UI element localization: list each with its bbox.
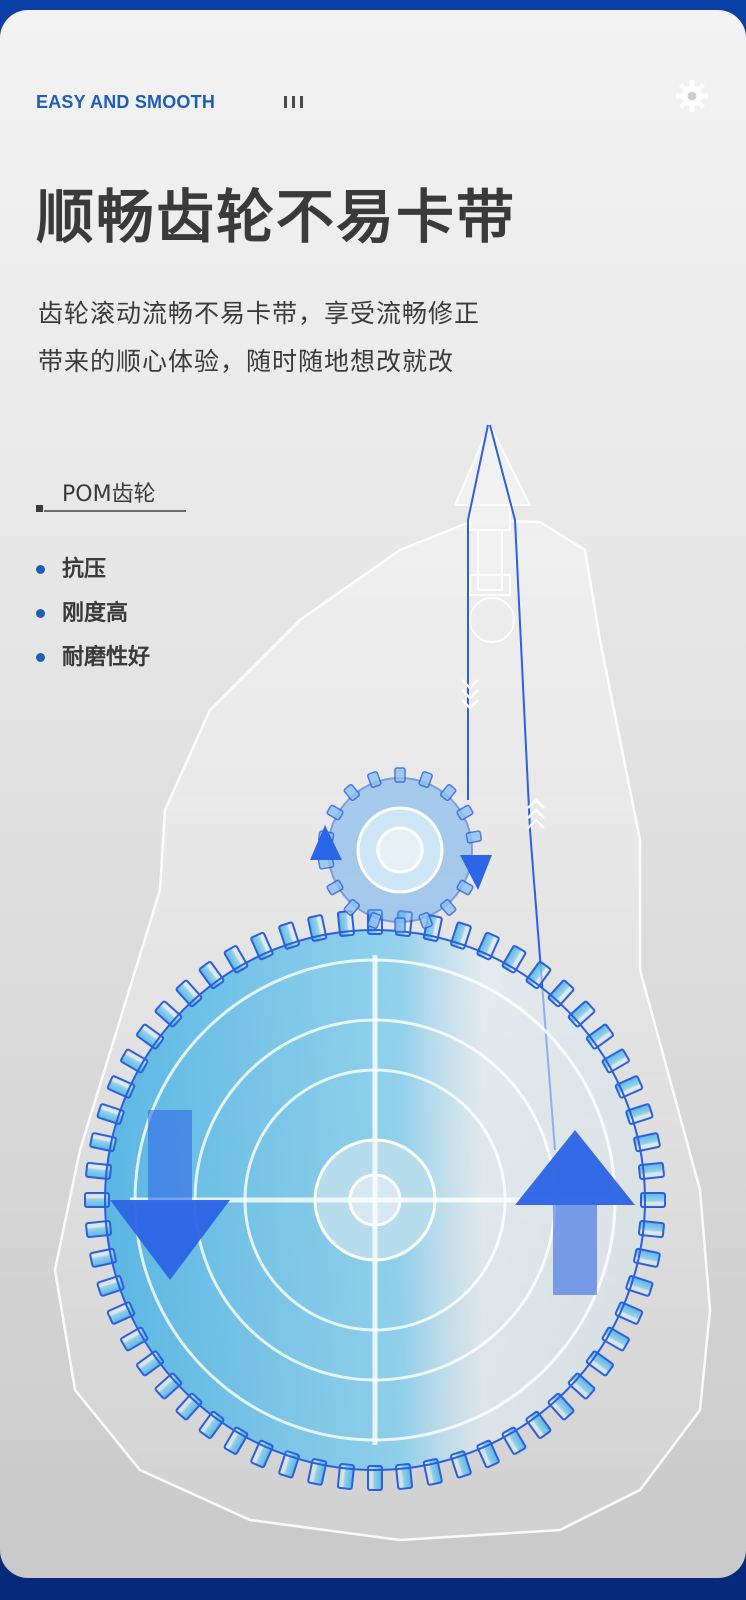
- gear-tooth: [439, 784, 457, 802]
- gear-tooth: [85, 1161, 112, 1180]
- gear-icon[interactable]: [674, 78, 710, 114]
- down-arrow-icon: [461, 679, 479, 710]
- feature-item: 抗压: [36, 556, 150, 600]
- gear-tooth: [394, 917, 406, 933]
- gear-tooth: [343, 898, 361, 916]
- gear-tooth: [418, 771, 433, 788]
- gear-tooth: [395, 1463, 414, 1490]
- product-card: EASY AND SMOOTH 顺畅齿轮不易卡带: [0, 10, 746, 1578]
- gear-tooth: [640, 1192, 666, 1208]
- feature-item: 刚度高: [36, 600, 150, 644]
- gear-tooth: [394, 767, 406, 783]
- page-title: 顺畅齿轮不易卡带: [36, 183, 517, 251]
- gear-tooth: [418, 912, 433, 929]
- material-label-block: POM齿轮: [36, 472, 186, 514]
- material-label: POM齿轮: [62, 482, 156, 507]
- feature-item: 耐磨性好: [36, 644, 150, 688]
- bullet-icon: [36, 609, 45, 618]
- small-gear-icon: [310, 767, 492, 933]
- material-underline: [44, 510, 186, 512]
- gear-tooth: [367, 1465, 383, 1491]
- description: 齿轮滚动流畅不易卡带，享受流畅修正 带来的顺心体验，随时随地想改就改: [38, 290, 558, 386]
- gear-tooth: [439, 898, 457, 916]
- gear-tooth: [367, 912, 382, 929]
- up-arrow-icon: [527, 798, 545, 829]
- gear-tooth: [638, 1161, 665, 1180]
- applicator-tip: [453, 422, 532, 643]
- gear-tooth: [456, 879, 474, 896]
- gear-tooth: [326, 879, 344, 896]
- gear-tooth: [638, 1220, 665, 1239]
- description-line-1: 齿轮滚动流畅不易卡带，享受流畅修正: [38, 299, 481, 328]
- gear-tooth: [85, 1220, 112, 1239]
- gear-tooth: [336, 1463, 355, 1490]
- description-line-2: 带来的顺心体验，随时随地想改就改: [38, 347, 455, 376]
- down-arrow-icon: [110, 1110, 230, 1280]
- gear-tooth: [343, 784, 361, 802]
- eyebrow-text: EASY AND SMOOTH: [36, 92, 216, 112]
- gear-tooth: [456, 804, 474, 821]
- bullet-icon: [36, 653, 45, 662]
- feature-list: 抗压 刚度高 耐磨性好: [36, 556, 150, 688]
- bars-icon: [284, 96, 306, 108]
- gear-mechanism-illustration: [53, 422, 712, 1542]
- gear-tooth: [367, 771, 382, 788]
- gear-tooth: [326, 804, 344, 821]
- bullet-icon: [36, 565, 45, 574]
- gear-tooth: [84, 1192, 110, 1208]
- up-arrow-icon: [515, 1130, 635, 1295]
- large-gear-icon: [84, 909, 666, 1491]
- gear-tooth: [465, 830, 483, 844]
- material-marker: [36, 505, 43, 512]
